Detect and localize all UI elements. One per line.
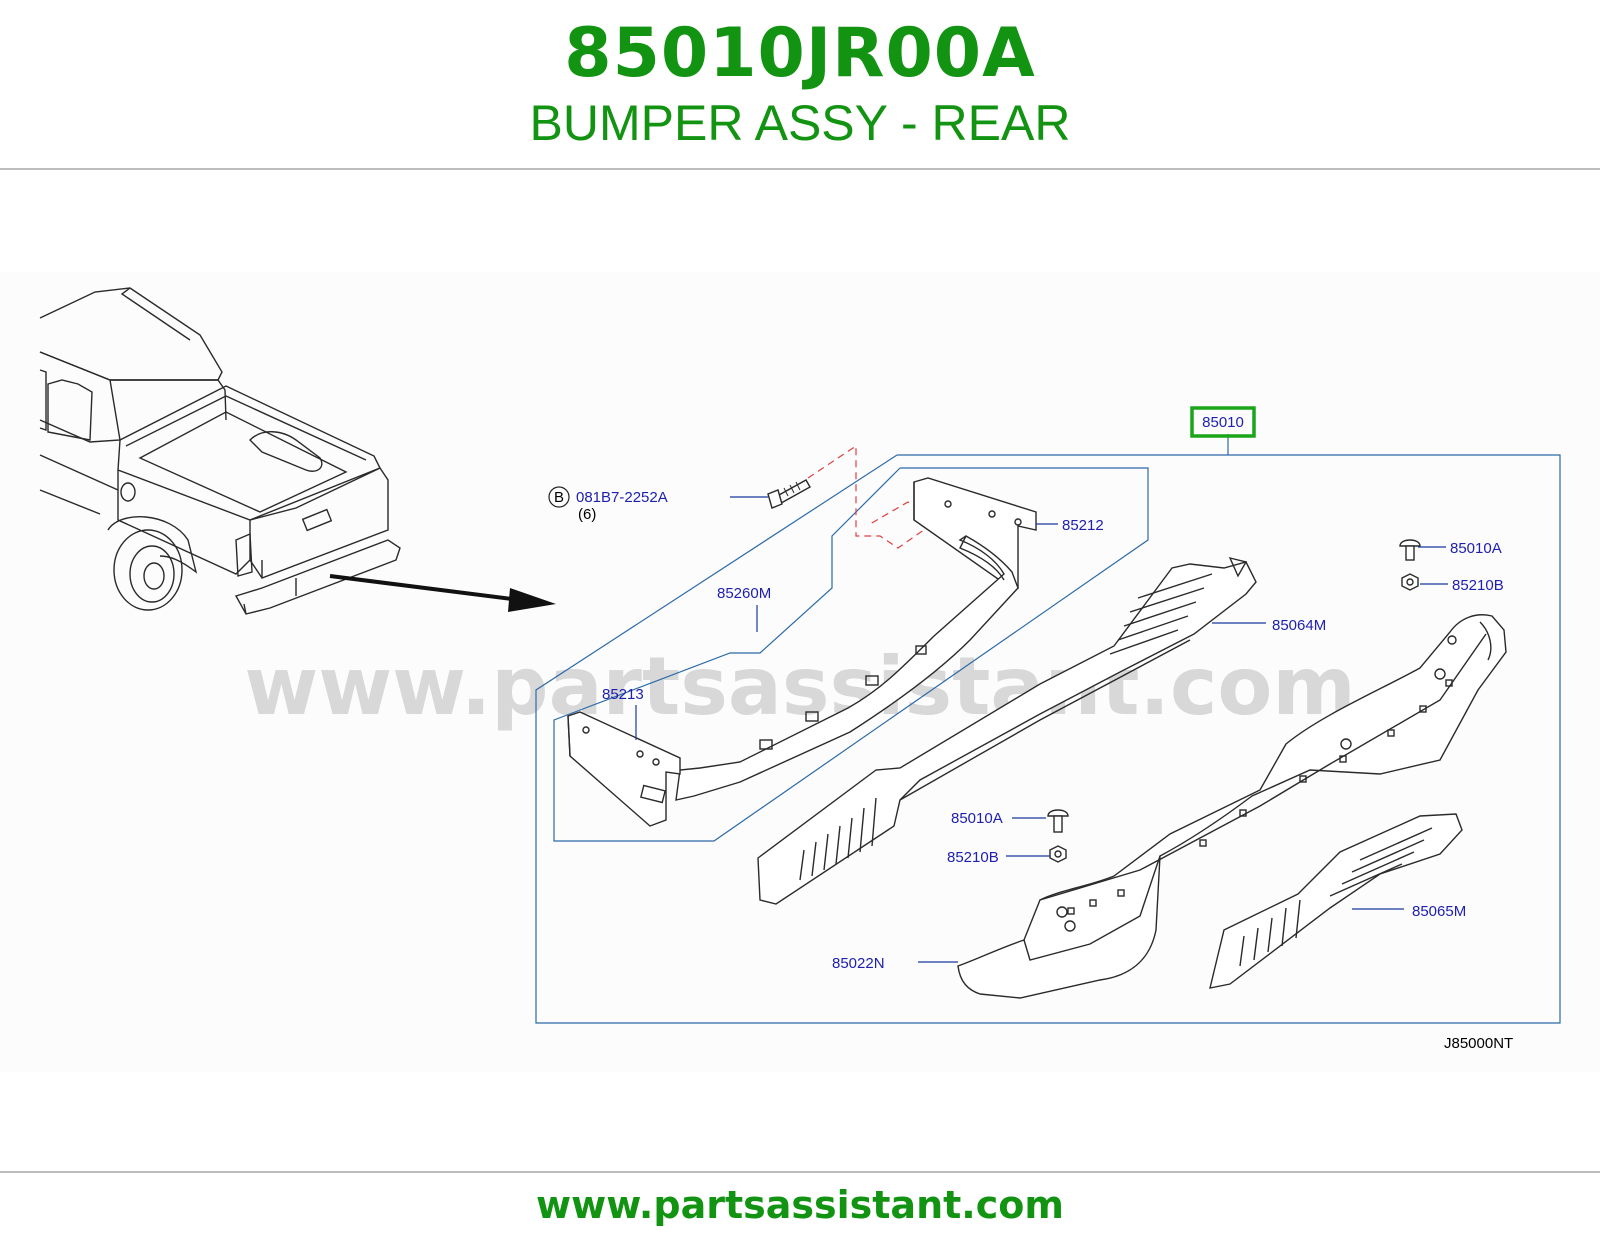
sub-assembly-frame (553, 467, 1149, 842)
assembly-frame (535, 454, 1561, 1024)
highlight-box (1190, 406, 1256, 438)
part-description: BUMPER ASSY - REAR (529, 95, 1071, 151)
callout-85010[interactable]: 85010 (1202, 414, 1244, 431)
callout-85065m[interactable]: 85065M (1412, 903, 1466, 920)
bottom-divider (0, 1171, 1600, 1173)
callout-85210b-mid[interactable]: 85210B (947, 849, 999, 866)
callout-85010a-top[interactable]: 85010A (1450, 540, 1502, 557)
step-pad-85064m (757, 556, 1257, 905)
callout-85210b-top[interactable]: 85210B (1452, 577, 1504, 594)
leader-lines (635, 496, 1448, 963)
clip-85010a-mid (1047, 809, 1069, 833)
bumper-bracket-85260m (567, 477, 1037, 827)
header: 85010JR00A BUMPER ASSY - REAR (0, 0, 1600, 170)
footer-url-link[interactable]: www.partsassistant.com (536, 1183, 1064, 1227)
part-number-title: 85010JR00A (564, 14, 1036, 93)
bolt-badge-letter: B (554, 489, 564, 506)
callout-85064m[interactable]: 85064M (1272, 617, 1326, 634)
rear-bumper-85022n (957, 614, 1507, 999)
step-pad-85065m (1209, 813, 1463, 989)
truck-illustration (39, 287, 556, 615)
clip-85010a-top (1399, 539, 1421, 561)
diagram-reference-code: J85000NT (1444, 1035, 1513, 1052)
callout-85022n[interactable]: 85022N (832, 955, 885, 972)
callout-85010a-mid[interactable]: 85010A (951, 810, 1003, 827)
bolt-quantity: (6) (578, 506, 596, 523)
callout-85260m[interactable]: 85260M (717, 585, 771, 602)
callout-85213[interactable]: 85213 (602, 686, 644, 703)
nut-85210b-mid (1049, 845, 1067, 863)
watermark-text: www.partsassistant.com (244, 640, 1355, 733)
bolt-part (767, 479, 811, 509)
bolt-badge-circle (548, 486, 570, 508)
callout-081b7-2252a[interactable]: 081B7-2252A (576, 489, 668, 506)
top-divider (0, 168, 1600, 170)
callout-85212[interactable]: 85212 (1062, 517, 1104, 534)
nut-85210b-top (1401, 573, 1419, 591)
